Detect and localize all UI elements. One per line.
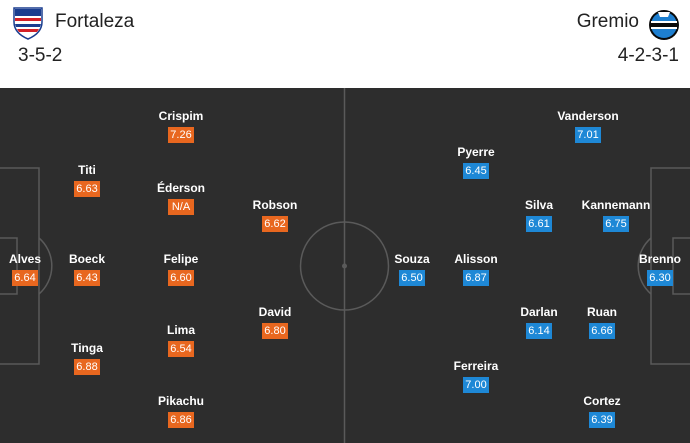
gremio-crest-icon — [649, 10, 679, 40]
player-ruan[interactable]: Ruan 6.66 — [562, 305, 642, 339]
pitch: Alves 6.64 Titi 6.63 Boeck 6.43 Tinga 6.… — [0, 88, 690, 443]
player-boeck[interactable]: Boeck 6.43 — [47, 252, 127, 286]
player-name: Alisson — [454, 252, 498, 266]
player-name: Cortez — [583, 394, 621, 408]
player-tinga[interactable]: Tinga 6.88 — [47, 341, 127, 375]
player-ederson[interactable]: Éderson N/A — [141, 181, 221, 215]
player-robson[interactable]: Robson 6.62 — [235, 198, 315, 232]
fortaleza-crest-icon — [13, 7, 43, 40]
player-name: Crispim — [158, 109, 204, 123]
player-name: Ferreira — [453, 359, 499, 373]
player-name: Vanderson — [557, 109, 619, 123]
player-rating: 6.45 — [463, 163, 489, 179]
player-rating: 6.63 — [74, 181, 100, 197]
player-name: Felipe — [163, 252, 199, 266]
player-rating: 6.61 — [526, 216, 552, 232]
player-pikachu[interactable]: Pikachu 6.86 — [141, 394, 221, 428]
player-rating: 7.26 — [168, 127, 194, 143]
player-ferreira[interactable]: Ferreira 7.00 — [436, 359, 516, 393]
pitch-lines — [0, 88, 690, 443]
player-name: Titi — [78, 163, 96, 177]
player-name: Boeck — [68, 252, 106, 266]
player-name: Silva — [524, 198, 554, 212]
player-rating: 6.43 — [74, 270, 100, 286]
player-rating: 6.87 — [463, 270, 489, 286]
player-alisson[interactable]: Alisson 6.87 — [436, 252, 516, 286]
player-name: Pyerre — [457, 145, 495, 159]
player-rating: 6.54 — [168, 341, 194, 357]
player-silva[interactable]: Silva 6.61 — [499, 198, 579, 232]
player-pyerre[interactable]: Pyerre 6.45 — [436, 145, 516, 179]
player-darlan[interactable]: Darlan 6.14 — [499, 305, 579, 339]
player-rating: N/A — [168, 199, 194, 215]
player-rating: 6.60 — [168, 270, 194, 286]
player-cortez[interactable]: Cortez 6.39 — [562, 394, 642, 428]
player-rating: 6.86 — [168, 412, 194, 428]
home-formation: 3-5-2 — [18, 45, 63, 66]
player-name: Ruan — [587, 305, 617, 319]
player-lima[interactable]: Lima 6.54 — [141, 323, 221, 357]
player-name: Souza — [394, 252, 430, 266]
player-rating: 6.80 — [262, 323, 288, 339]
away-team-name[interactable]: Gremio — [576, 11, 639, 32]
player-brenno[interactable]: Brenno 6.30 — [620, 252, 690, 286]
match-header: Fortaleza 3-5-2 Gremio 4-2-3-1 — [0, 0, 690, 88]
player-name: Brenno — [639, 252, 681, 266]
player-name: Darlan — [520, 305, 558, 319]
player-rating: 6.30 — [647, 270, 673, 286]
player-rating: 6.14 — [526, 323, 552, 339]
player-rating: 6.88 — [74, 359, 100, 375]
player-name: Kannemann — [581, 198, 651, 212]
player-name: Tinga — [71, 341, 103, 355]
player-name: Lima — [166, 323, 195, 337]
player-alves[interactable]: Alves 6.64 — [0, 252, 65, 286]
away-formation: 4-2-3-1 — [617, 45, 679, 66]
player-rating: 6.50 — [399, 270, 425, 286]
player-felipe[interactable]: Felipe 6.60 — [141, 252, 221, 286]
player-crispim[interactable]: Crispim 7.26 — [141, 109, 221, 143]
player-rating: 7.00 — [463, 377, 489, 393]
player-rating: 6.39 — [589, 412, 615, 428]
home-team-name[interactable]: Fortaleza — [55, 11, 135, 32]
player-david[interactable]: David 6.80 — [235, 305, 315, 339]
player-name: Pikachu — [157, 394, 205, 408]
player-name: Alves — [8, 252, 42, 266]
player-rating: 7.01 — [575, 127, 601, 143]
player-name: Robson — [252, 198, 298, 212]
player-vanderson[interactable]: Vanderson 7.01 — [548, 109, 628, 143]
player-rating: 6.75 — [603, 216, 629, 232]
player-name: Éderson — [156, 181, 205, 195]
player-kannemann[interactable]: Kannemann 6.75 — [576, 198, 656, 232]
player-rating: 6.62 — [262, 216, 288, 232]
player-name: David — [258, 305, 292, 319]
player-souza[interactable]: Souza 6.50 — [372, 252, 452, 286]
player-rating: 6.66 — [589, 323, 615, 339]
player-titi[interactable]: Titi 6.63 — [47, 163, 127, 197]
player-rating: 6.64 — [12, 270, 38, 286]
